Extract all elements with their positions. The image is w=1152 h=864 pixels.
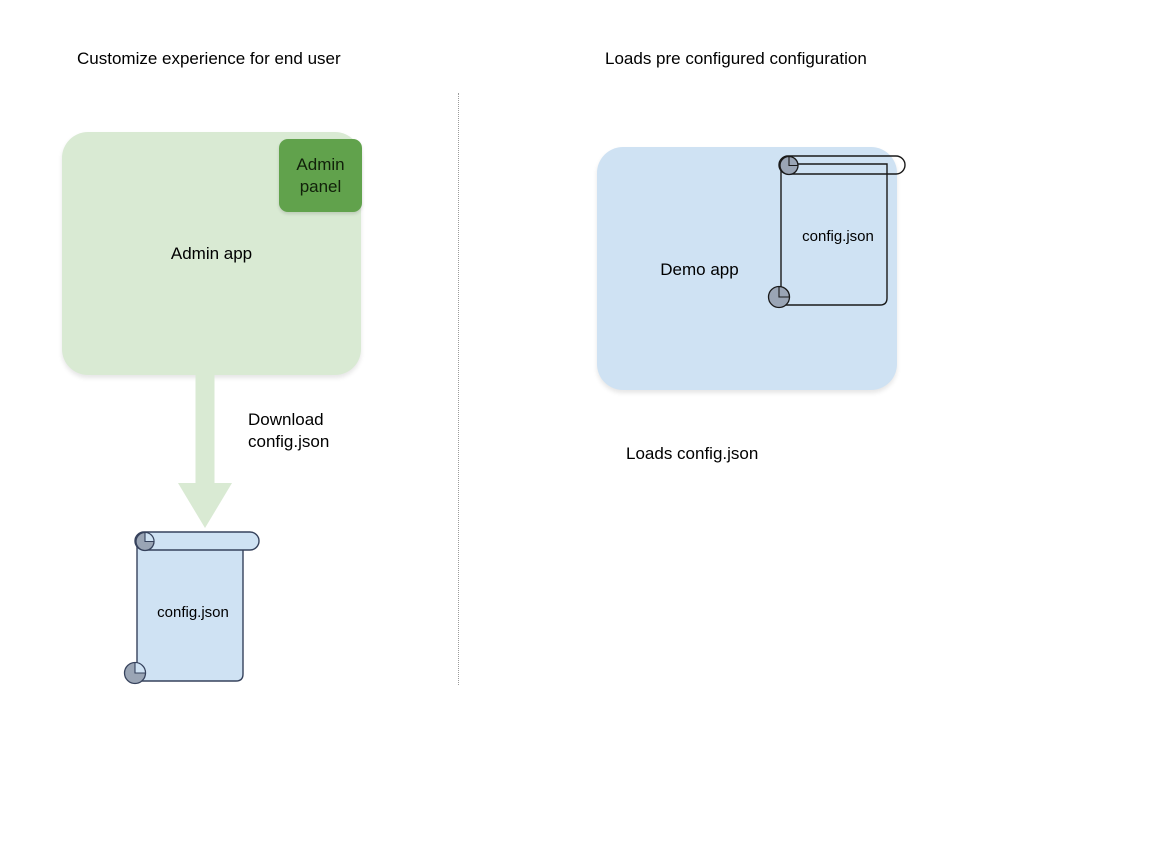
document-bottom-curl-highlight [134,661,147,674]
demo-app-box[interactable] [597,147,897,390]
document-top-curl-highlight [788,155,799,167]
left-column-title: Customize experience for end user [77,49,341,68]
document-body [136,539,244,682]
download-arrow-label-line1: Download [248,410,324,429]
document-top-curl-highlight [144,531,155,543]
download-arrow-label: Download config.json [248,409,329,453]
admin-app-label: Admin app [170,244,253,263]
demo-app-label: Demo app [660,260,739,279]
config-json-label-left: config.json [157,604,229,621]
loads-config-caption: Loads config.json [626,444,759,463]
download-arrow [178,373,232,528]
download-arrow-label-line2: config.json [248,432,330,451]
config-json-label-right: config.json [802,228,874,245]
right-column-title: Loads pre configured configuration [605,49,867,68]
document-top-roll [134,531,260,551]
admin-panel-label-line1: Admin [296,154,345,174]
document-bottom-curl-highlight [778,285,791,298]
document-top-roll [778,155,906,175]
admin-panel-label: Admin panel [296,154,344,198]
document-body [780,163,888,306]
admin-panel-badge[interactable]: Admin panel [279,139,362,212]
column-divider [458,93,459,685]
download-arrow-shape [178,373,232,528]
config-json-document-left[interactable] [118,526,268,696]
config-json-document-right[interactable] [762,150,914,314]
admin-panel-label-line2: panel [299,176,342,196]
